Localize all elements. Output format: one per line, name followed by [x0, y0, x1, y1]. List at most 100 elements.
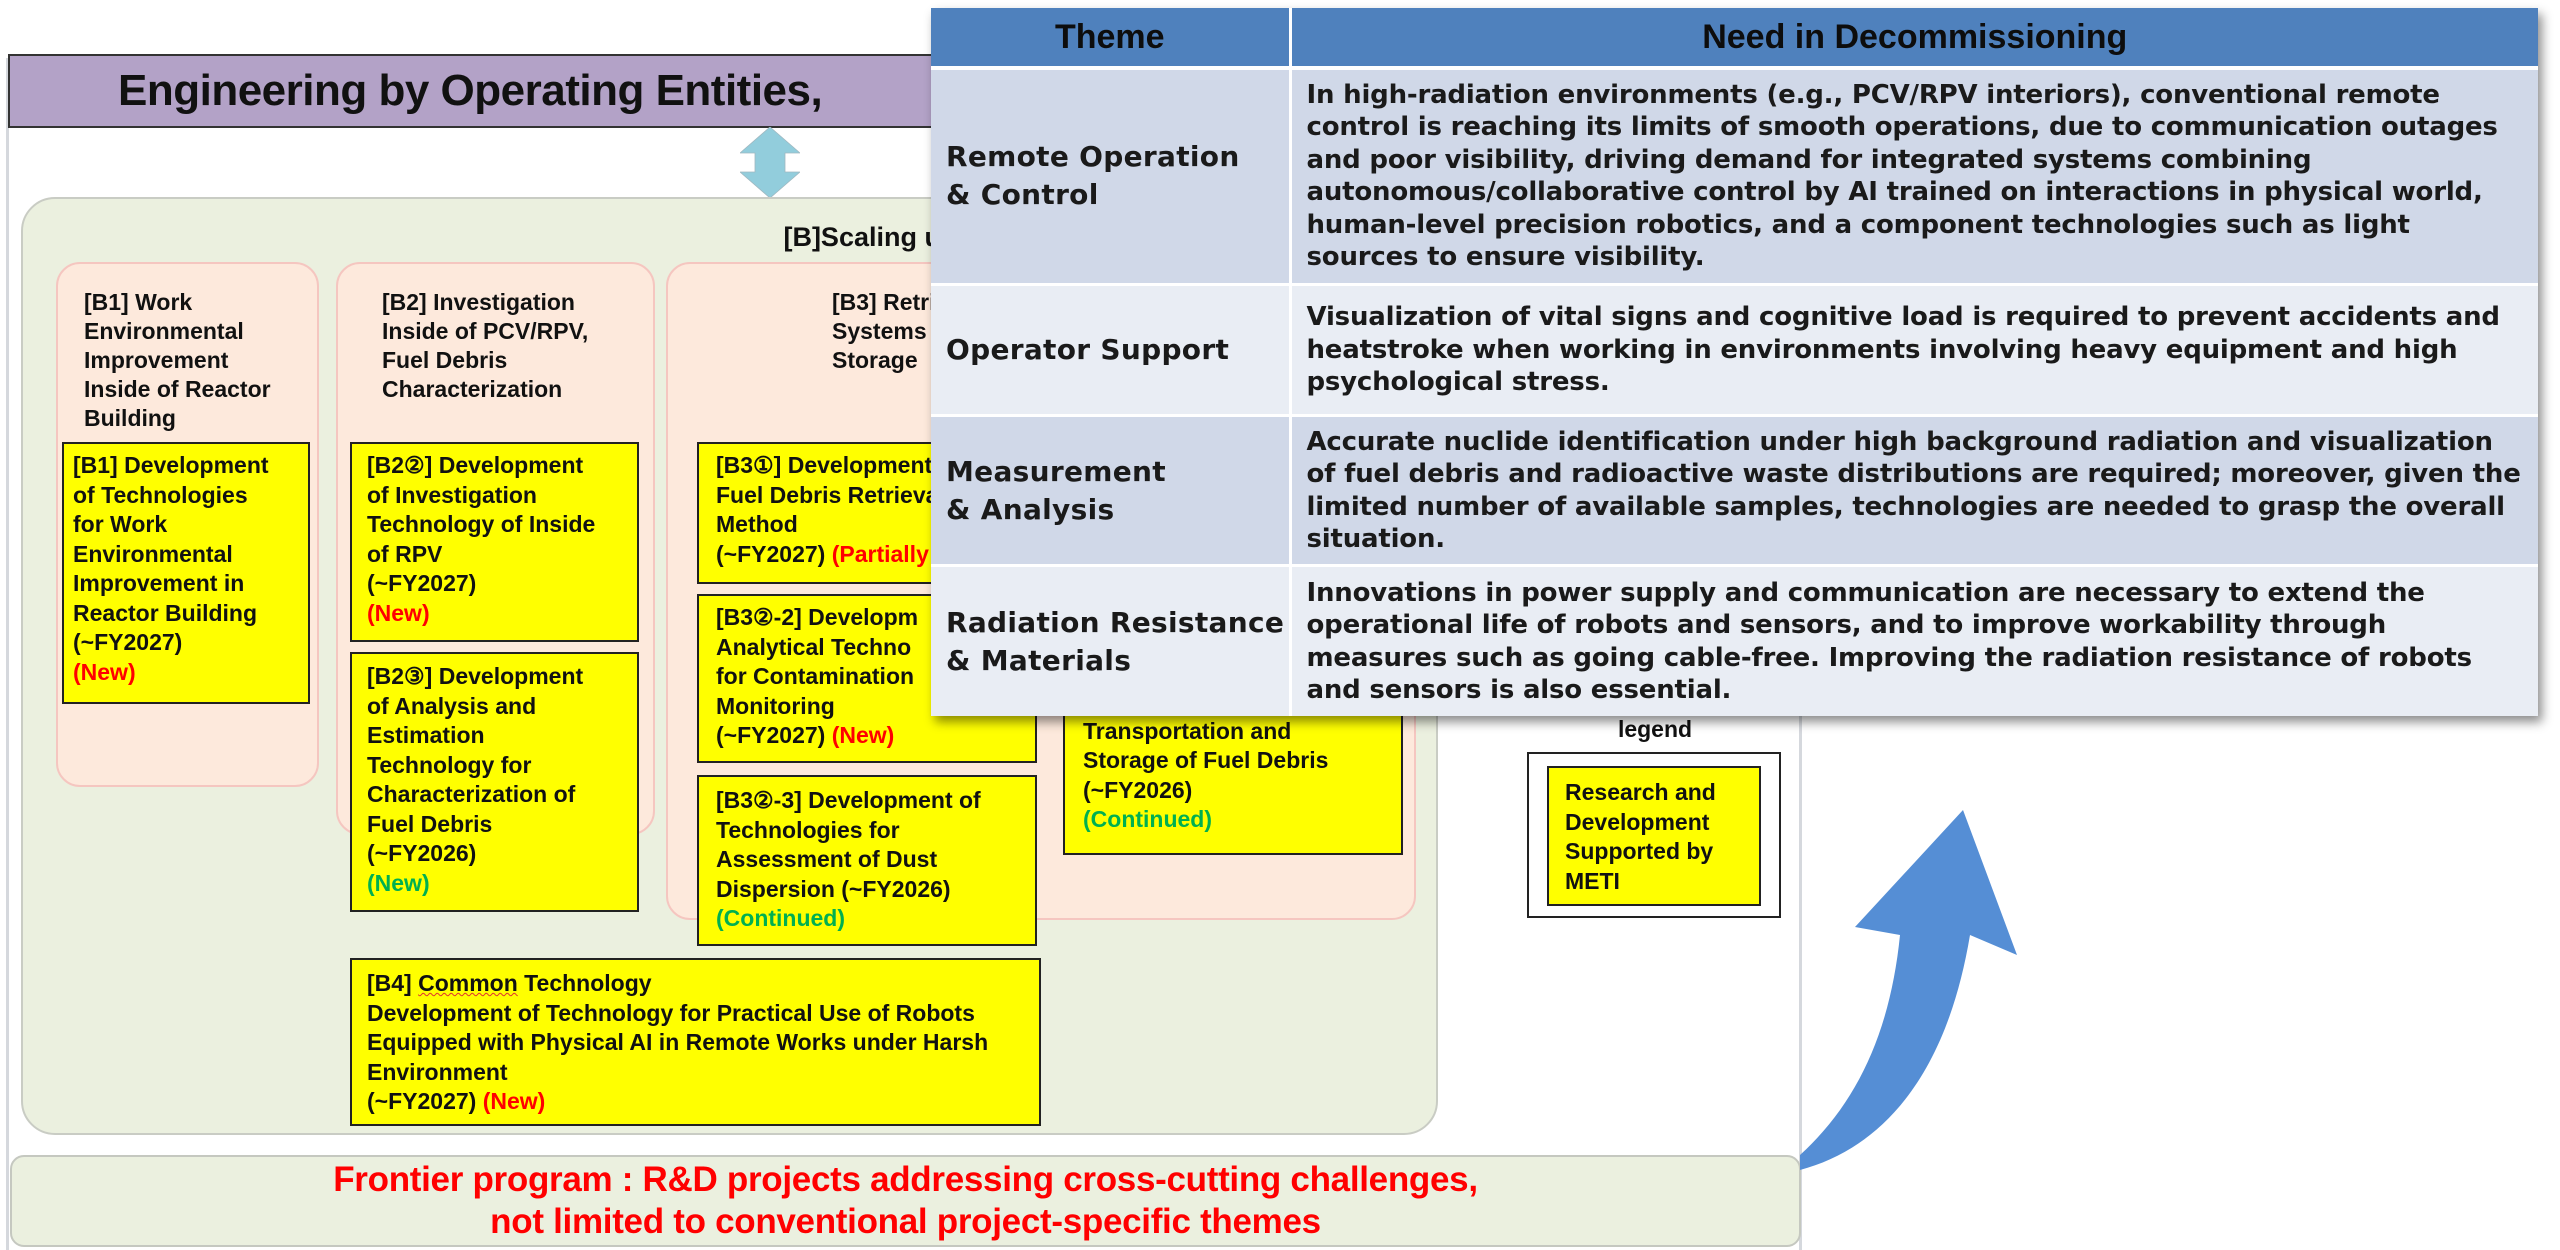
title-text: Engineering by Operating Entities, [118, 66, 823, 115]
box-line: [B3②-3] Development of [716, 787, 981, 813]
box-line: Reactor Building [73, 599, 258, 626]
status-badge: (New) [367, 599, 430, 626]
box-line: (~FY2027) [73, 629, 183, 655]
box-line: [B3①] Development [716, 452, 933, 478]
box-line: for Contamination [716, 663, 915, 689]
b4-spellcheck-word: Common [418, 970, 518, 996]
box-line: (~FY2026) [367, 840, 477, 866]
heading-line: Storage [832, 347, 918, 373]
status-badge: (New) [367, 869, 430, 896]
box-line: [B1] Development [73, 452, 269, 478]
table-row: Radiation Resistance & Materials Innovat… [931, 565, 2538, 716]
theme-line: Remote Operation [946, 140, 1240, 174]
heading-line: Fuel Debris [382, 347, 508, 373]
theme-cell: Radiation Resistance & Materials [931, 565, 1292, 716]
box-line: Method [716, 511, 798, 537]
box-line: for Work [73, 511, 168, 537]
column-b2-heading: [B2] Investigation Inside of PCV/RPV, Fu… [382, 288, 652, 404]
column-header-theme: Theme [931, 8, 1292, 70]
column-b1-heading: [B1] Work Environmental Improvement Insi… [84, 288, 314, 433]
status-badge: (New) [831, 722, 895, 748]
project-box-b4: [B4] Common Technology Development of Te… [350, 958, 1041, 1126]
status-badge: (New) [482, 1088, 546, 1114]
theme-cell: Remote Operation & Control [931, 68, 1292, 286]
box-line: Technology of Inside [367, 511, 596, 537]
heading-line: [B2] Investigation [382, 289, 575, 315]
theme-line: & Control [946, 178, 1099, 212]
heading-line: [B1] Work [84, 289, 193, 315]
frontier-program-banner: Frontier program : R&D projects addressi… [10, 1155, 1801, 1247]
frontier-line-1: Frontier program : R&D projects addressi… [333, 1160, 1478, 1199]
box-line: Fuel Debris Retrieval [716, 481, 945, 508]
table-row: Measurement & Analysis Accurate nuclide … [931, 415, 2538, 568]
column-header-need: Need in Decommissioning [1290, 8, 2538, 70]
theme-line: & Analysis [946, 492, 1115, 526]
box-line: Dispersion (~FY2026) [716, 875, 951, 902]
box-line: [B2②] Development [367, 452, 584, 478]
slide-frame-left [6, 58, 9, 1250]
theme-cell: Measurement & Analysis [931, 415, 1292, 568]
b4-prefix: [B4] [367, 970, 419, 996]
box-line: Technology for [367, 751, 532, 778]
legend-label: legend [1617, 716, 1693, 742]
title-bar: Engineering by Operating Entities, [8, 54, 1008, 128]
legend-item-meti: Research and Development Supported by ME… [1547, 766, 1761, 906]
box-line: [B2③] Development [367, 663, 584, 689]
box-line: Assessment of Dust [716, 846, 938, 872]
slide-frame-right [1799, 700, 1802, 1250]
project-box-b2-2: [B2②] Development of Investigation Techn… [350, 442, 639, 642]
box-line: Transportation and [1083, 717, 1292, 744]
box-line: Estimation [367, 722, 485, 748]
table-row: Operator Support Visualization of vital … [931, 284, 2538, 418]
box-line: Fuel Debris [367, 810, 493, 837]
need-cell: Visualization of vital signs and cogniti… [1290, 284, 2538, 418]
curved-up-arrow-icon [1800, 810, 2017, 1170]
need-cell: Innovations in power supply and communic… [1290, 565, 2538, 716]
heading-line: Inside of PCV/RPV, [382, 318, 589, 344]
box-line: of Analysis and [367, 692, 537, 719]
project-box-b2-3: [B2③] Development of Analysis and Estima… [350, 652, 639, 912]
status-badge: (Continued) [1083, 806, 1213, 832]
box-line: (~FY2026) [1083, 776, 1193, 803]
table-header-row: Theme Need in Decommissioning [931, 8, 2538, 70]
decommissioning-needs-table: Theme Need in Decommissioning Remote Ope… [931, 8, 2538, 716]
status-badge: (Continued) [716, 905, 846, 931]
heading-line: Improvement [84, 347, 229, 373]
period-text: (~FY2027) [716, 722, 832, 748]
status-badge: (Partially [831, 540, 929, 567]
theme-line: Operator Support [946, 332, 1230, 366]
status-badge: (New) [73, 658, 136, 685]
legend-item-text: Research and Development Supported by ME… [1565, 779, 1716, 894]
theme-line: Measurement [946, 454, 1166, 488]
heading-line: Characterization [382, 376, 563, 402]
period-text: (~FY2027) [716, 540, 832, 567]
need-cell: In high-radiation environments (e.g., PC… [1290, 68, 2538, 286]
heading-line: Systems [832, 318, 927, 344]
double-arrow-icon [740, 127, 800, 198]
project-box-b1: [B1] Development of Technologies for Wor… [62, 442, 310, 704]
frontier-line-2: not limited to conventional project-spec… [490, 1202, 1321, 1241]
theme-line: & Materials [946, 643, 1132, 677]
box-line: Storage of Fuel Debris [1083, 747, 1329, 773]
box-line: Improvement in [73, 570, 245, 596]
period-text: (~FY2027) [367, 1088, 477, 1114]
heading-line: Building [84, 405, 176, 431]
box-line: Analytical Techno [716, 633, 912, 660]
box-line: [B3②-2] Developm [716, 604, 919, 630]
box-line: of Investigation [367, 481, 537, 508]
project-box-b3-2-3: [B3②-3] Development of Technologies for … [697, 775, 1037, 946]
box-line: Technologies for [716, 816, 900, 843]
box-line: of Technologies [73, 481, 248, 508]
need-cell: Accurate nuclide identification under hi… [1290, 415, 2538, 568]
heading-line: Inside of Reactor [84, 376, 271, 402]
theme-line: Radiation Resistance [946, 605, 1285, 639]
box-line: Environmental [73, 540, 233, 567]
b4-body: Development of Technology for Practical … [367, 999, 989, 1085]
box-line: Monitoring [716, 692, 835, 719]
theme-cell: Operator Support [931, 284, 1292, 418]
table-row: Remote Operation & Control In high-radia… [931, 68, 2538, 286]
box-line: Characterization of [367, 781, 576, 807]
b4-suffix: Technology [517, 970, 652, 996]
box-line: (~FY2027) [367, 570, 477, 596]
heading-line: Environmental [84, 318, 244, 344]
